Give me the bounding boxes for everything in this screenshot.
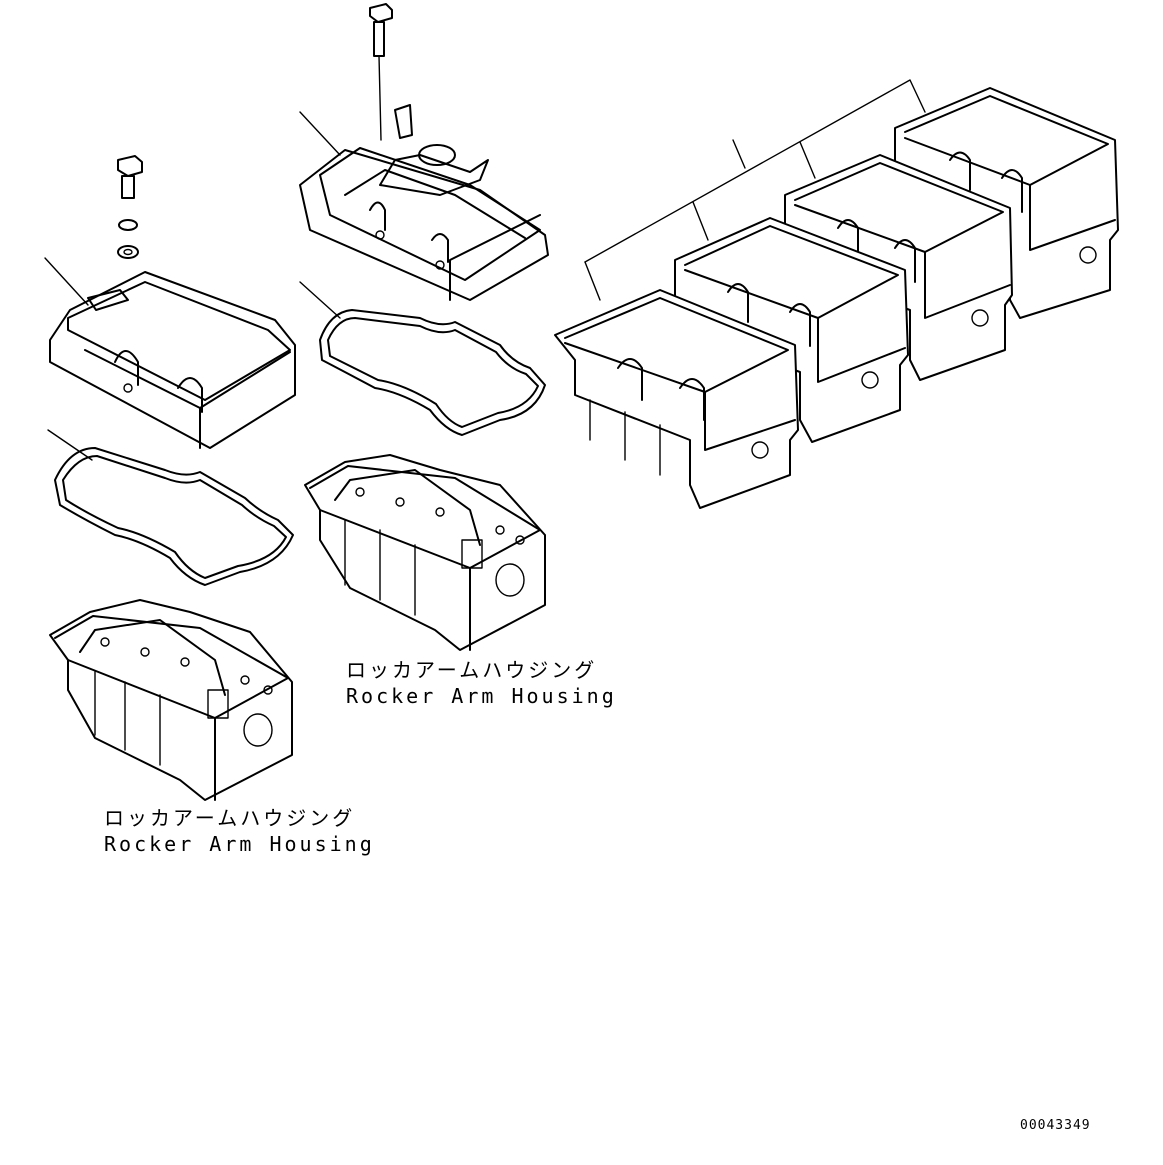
leader-line [692, 201, 709, 241]
housing-label-center: ロッカアームハウジング Rocker Arm Housing [346, 657, 617, 709]
gasket-left [54, 447, 294, 586]
rocker-cover-left [49, 271, 296, 449]
housing-label-jp: ロッカアームハウジング [346, 658, 598, 682]
leader-line [44, 257, 89, 306]
leader-line [732, 139, 746, 169]
leader-line [584, 261, 601, 301]
housing-label-jp: ロッカアームハウジング [104, 806, 356, 830]
leader-line [799, 141, 816, 179]
bolt-left [117, 155, 143, 259]
assembly-unit-2 [674, 217, 909, 443]
bolt-top-center [369, 3, 393, 141]
callout-bracket [584, 79, 926, 263]
rocker-cover-breather [299, 104, 549, 301]
rocker-arm-housing-center [304, 454, 546, 651]
housing-label-en: Rocker Arm Housing [104, 832, 375, 856]
rocker-arm-housing-left [49, 599, 293, 801]
assembly-unit-1 [554, 289, 799, 509]
rocker-cover-assembly-row [554, 79, 1119, 509]
housing-label-en: Rocker Arm Housing [346, 684, 617, 708]
leader-line [47, 429, 93, 461]
leader-line [299, 111, 341, 156]
housing-label-left: ロッカアームハウジング Rocker Arm Housing [104, 805, 375, 857]
leader-line [299, 281, 341, 319]
drawing-number: 00043349 [1020, 1118, 1091, 1133]
gasket-center [319, 309, 546, 436]
